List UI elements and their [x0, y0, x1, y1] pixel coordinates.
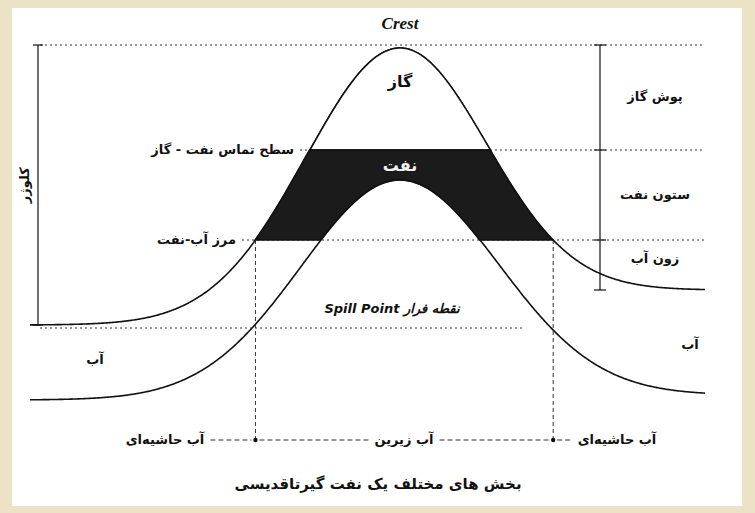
- spill-point-label: Spill Point نقطه فرار: [322, 301, 461, 317]
- region-shape: [310, 40, 490, 150]
- contact-label: مرز آب-نفت: [155, 232, 238, 248]
- reservoir-top-curve: [30, 48, 705, 325]
- water-label: آب: [84, 352, 106, 368]
- reservoir-base-curve: [30, 180, 705, 400]
- bracket-tick: [594, 239, 606, 240]
- crest-label: Crest: [380, 13, 421, 34]
- bracket-tick: [33, 44, 43, 45]
- crest-level-line: [40, 45, 705, 46]
- water-type-label: آب حاشیه‌ای: [576, 432, 659, 448]
- closure-label: کلوژر: [17, 165, 33, 205]
- oil-water-bound-line: [255, 240, 256, 440]
- leader-line: [557, 440, 571, 441]
- region-outline: [310, 48, 490, 150]
- spill-point-line: [40, 328, 525, 329]
- bracket-tick: [594, 289, 606, 290]
- bound-dot: [253, 438, 257, 442]
- zone-bracket: [599, 45, 600, 290]
- closure-bracket: [37, 45, 38, 325]
- region-label: نفت: [383, 156, 417, 175]
- water-label: آب: [679, 337, 701, 353]
- contact-label: سطح تماس نفت - گاز: [149, 142, 296, 158]
- zone-label: پوش گاز: [625, 89, 684, 105]
- region-outline: [255, 150, 553, 240]
- bracket-tick: [33, 324, 43, 325]
- paper-ground: [12, 8, 742, 506]
- region-label: گاز: [388, 72, 413, 91]
- bound-dot: [551, 438, 555, 442]
- water-type-label: آب زیرین: [372, 432, 435, 448]
- leader-line: [259, 440, 368, 441]
- leader-line: [210, 440, 251, 441]
- gas-cap-region: گاز: [310, 40, 490, 150]
- water-type-label: آب حاشیه‌ای: [124, 432, 207, 448]
- figure-caption: بخش های مختلف یک نفت گیرتاقدیسی: [232, 475, 523, 494]
- zone-label: زون آب: [629, 251, 682, 267]
- zone-label: ستون نفت: [618, 187, 692, 203]
- oil-column-region: نفت: [255, 150, 553, 240]
- leader-line: [440, 440, 550, 441]
- bracket-tick: [594, 44, 606, 45]
- oil-water-bound-line: [553, 240, 554, 440]
